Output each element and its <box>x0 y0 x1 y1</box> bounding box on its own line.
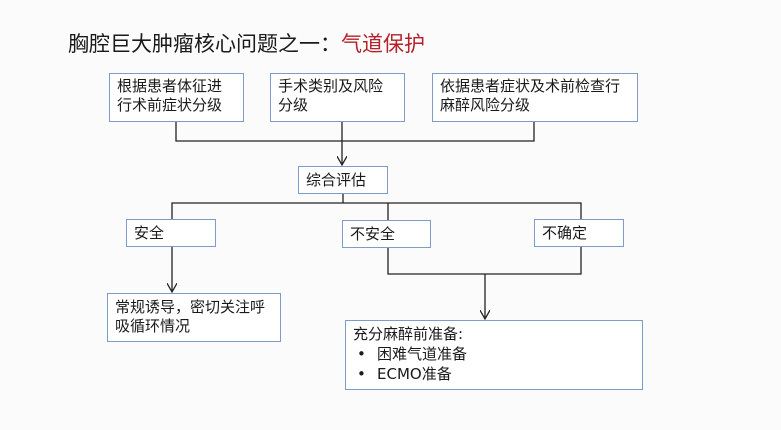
box-uncertain: 不确定 <box>534 219 624 247</box>
box-routine: 常规诱导，密切关注呼吸循环情况 <box>107 293 281 342</box>
preparation-list: 困难气道准备 ECMO准备 <box>353 344 635 384</box>
box-safe: 安全 <box>126 219 216 247</box>
merge-top-connector <box>175 122 535 142</box>
box-anesthesia-risk: 依据患者症状及术前检查行麻醉风险分级 <box>432 73 638 122</box>
title-prefix: 胸腔巨大肿瘤核心问题之一： <box>68 32 341 56</box>
box-unsafe: 不安全 <box>342 220 431 248</box>
preparation-item: ECMO准备 <box>357 364 635 384</box>
branch-connector <box>171 194 582 220</box>
box-surgery-risk: 手术类别及风险分级 <box>270 73 405 122</box>
preparation-heading: 充分麻醉前准备: <box>353 325 464 343</box>
box-comprehensive: 综合评估 <box>298 166 388 194</box>
box-preparation: 充分麻醉前准备: 困难气道准备 ECMO准备 <box>345 320 643 390</box>
preparation-item: 困难气道准备 <box>357 344 635 364</box>
title-highlight: 气道保护 <box>341 32 425 56</box>
box-symptom-grading: 根据患者体征进行术前症状分级 <box>109 73 244 122</box>
slide-title: 胸腔巨大肿瘤核心问题之一：气道保护 <box>68 31 425 57</box>
merge-bottom-connector <box>387 247 582 275</box>
